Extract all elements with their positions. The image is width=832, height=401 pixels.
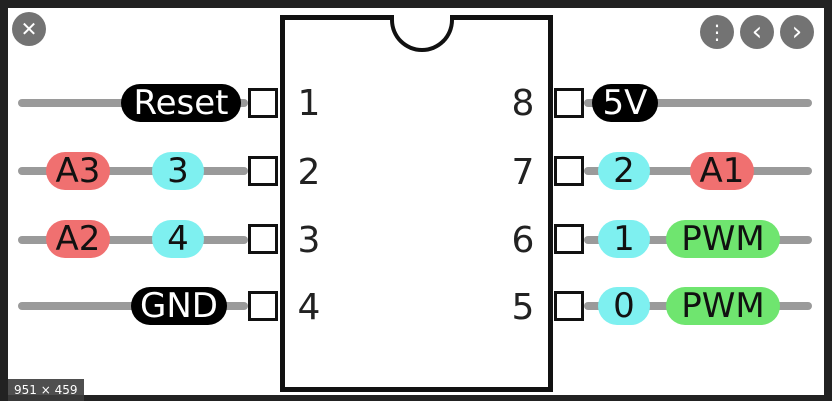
pin-label-gnd: GND xyxy=(131,287,227,325)
pin-label-5v: 5V xyxy=(592,84,658,122)
pin-stub-3 xyxy=(248,224,278,254)
pin-number: 3 xyxy=(297,220,321,261)
wire-pin-3 xyxy=(18,236,248,244)
pin-number: 2 xyxy=(297,152,321,193)
pin-stub-1 xyxy=(248,88,278,118)
image-dimensions-badge: 951 × 459 xyxy=(8,379,84,401)
more-vertical-icon: ⋮ xyxy=(707,20,727,44)
pin-label-d3: 3 xyxy=(152,152,204,190)
next-image-button[interactable]: › xyxy=(780,15,814,49)
pin-label-a1: A1 xyxy=(690,152,754,190)
pin-number: 1 xyxy=(297,83,321,124)
close-button[interactable]: ✕ xyxy=(12,12,46,46)
chip-body xyxy=(280,15,553,392)
pin-label-reset: Reset xyxy=(121,84,241,122)
pin-stub-2 xyxy=(248,156,278,186)
pin-number: 5 xyxy=(511,287,535,328)
pin-label-pwm-0: PWM xyxy=(666,287,780,325)
pin-label-pwm-1: PWM xyxy=(666,220,780,258)
pin-number: 4 xyxy=(297,287,321,328)
chip-notch xyxy=(390,15,454,52)
wire-pin-8 xyxy=(584,99,812,107)
pin-number: 7 xyxy=(511,152,535,193)
pin-stub-4 xyxy=(248,291,278,321)
wire-pin-2 xyxy=(18,167,248,175)
chevron-right-icon: › xyxy=(791,17,803,47)
pin-label-a2: A2 xyxy=(46,220,110,258)
pin-number: 8 xyxy=(511,83,535,124)
pin-stub-6 xyxy=(554,224,584,254)
close-icon: ✕ xyxy=(20,17,38,41)
pin-label-d0: 0 xyxy=(598,287,650,325)
pinout-image: 1 2 3 4 8 7 6 5 Reset A3 3 A2 4 GND 5V 2… xyxy=(8,8,824,395)
chevron-left-icon: ‹ xyxy=(751,17,763,47)
pin-stub-7 xyxy=(554,156,584,186)
pin-label-d1: 1 xyxy=(598,220,650,258)
pin-label-d2: 2 xyxy=(598,152,650,190)
previous-image-button[interactable]: ‹ xyxy=(740,15,774,49)
pin-stub-5 xyxy=(554,291,584,321)
more-options-button[interactable]: ⋮ xyxy=(700,15,734,49)
pin-label-a3: A3 xyxy=(46,152,110,190)
pin-number: 6 xyxy=(511,220,535,261)
pin-stub-8 xyxy=(554,88,584,118)
pin-label-d4: 4 xyxy=(152,220,204,258)
